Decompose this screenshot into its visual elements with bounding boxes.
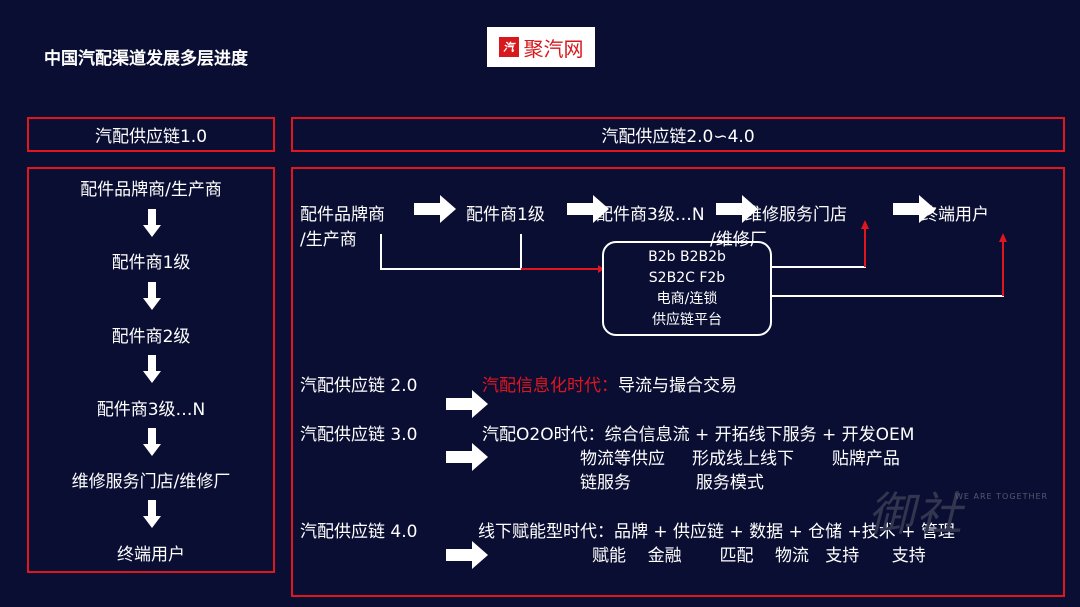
left-step: 配件商2级 [111, 327, 191, 347]
platform-line: B2b B2B2b [648, 248, 726, 265]
left-step: 终端用户 [117, 545, 185, 565]
logo-mark: 汽 [498, 37, 519, 57]
right-arrow-icon [446, 443, 488, 471]
stage-desc: 汽配信息化时代：导流与撮合交易 [482, 371, 737, 396]
down-arrow-icon [143, 355, 161, 383]
brand-logo: 汽 聚汽网 [487, 27, 595, 67]
right-header: 汽配供应链2.0∽4.0 [291, 117, 1065, 152]
platform-line: 电商/连锁 [656, 290, 718, 307]
left-step: 配件品牌商/生产商 [80, 180, 222, 200]
platform-box: B2b B2B2b S2B2C F2b 电商/连锁 供应链平台 [602, 241, 772, 336]
right-arrow-icon [446, 541, 488, 569]
left-panel [27, 167, 275, 573]
flow-brand-sub: /生产商 [300, 230, 357, 250]
logo-text: 聚汽网 [523, 36, 584, 61]
right-arrow-icon [716, 195, 758, 223]
stage-line: 赋能 金融 匹配 物流 支持 支持 [592, 546, 926, 566]
stage-line: 汽配O2O时代：综合信息流 + 开拓线下服务 + 开发OEM [482, 425, 915, 445]
stage-era-desc: 导流与撮合交易 [618, 376, 737, 396]
stage-name: 汽配供应链 2.0 [300, 376, 418, 396]
right-arrow-icon [567, 195, 609, 223]
flow-dealer1: 配件商1级 [466, 205, 545, 225]
stage-line: 物流等供应 形成线上线下 贴牌产品 [580, 449, 900, 469]
page-title: 中国汽配渠道发展多层进度 [44, 49, 248, 69]
left-header: 汽配供应链1.0 [27, 117, 275, 152]
flow-repair-sub: /维修厂 [710, 230, 767, 250]
right-arrow-icon [414, 195, 456, 223]
flow-brand: 配件品牌商 [300, 205, 385, 225]
stage-line: 链服务 服务模式 [580, 473, 764, 493]
platform-line: 供应链平台 [652, 311, 722, 328]
platform-line: S2B2C F2b [648, 269, 726, 286]
down-arrow-icon [143, 209, 161, 237]
right-arrow-icon [893, 195, 935, 223]
down-arrow-icon [143, 428, 161, 456]
left-step: 配件商3级…N [96, 400, 206, 420]
right-panel [291, 167, 1065, 597]
flow-dealer3: 配件商3级…N [596, 205, 705, 225]
down-arrow-icon [143, 500, 161, 528]
left-step: 维修服务门店/维修厂 [71, 472, 231, 492]
right-arrow-icon [446, 390, 488, 418]
left-step: 配件商1级 [111, 253, 191, 273]
stage-line: 线下赋能型时代：品牌 + 供应链 + 数据 + 仓储 +技术 + 管理 [478, 522, 955, 542]
flow-repair: 维修服务门店 [745, 205, 847, 225]
stage-era: 汽配信息化时代： [482, 376, 618, 396]
flow-end-user: 终端用户 [921, 205, 989, 225]
down-arrow-icon [143, 282, 161, 310]
left-header-label: 汽配供应链1.0 [94, 127, 208, 147]
stage-name: 汽配供应链 3.0 [300, 425, 418, 445]
right-header-label: 汽配供应链2.0∽4.0 [601, 127, 755, 147]
stage-name: 汽配供应链 4.0 [300, 522, 418, 542]
watermark-logo: 御社 [868, 487, 964, 541]
watermark-tagline: WE ARE TOGETHER [955, 492, 1049, 501]
